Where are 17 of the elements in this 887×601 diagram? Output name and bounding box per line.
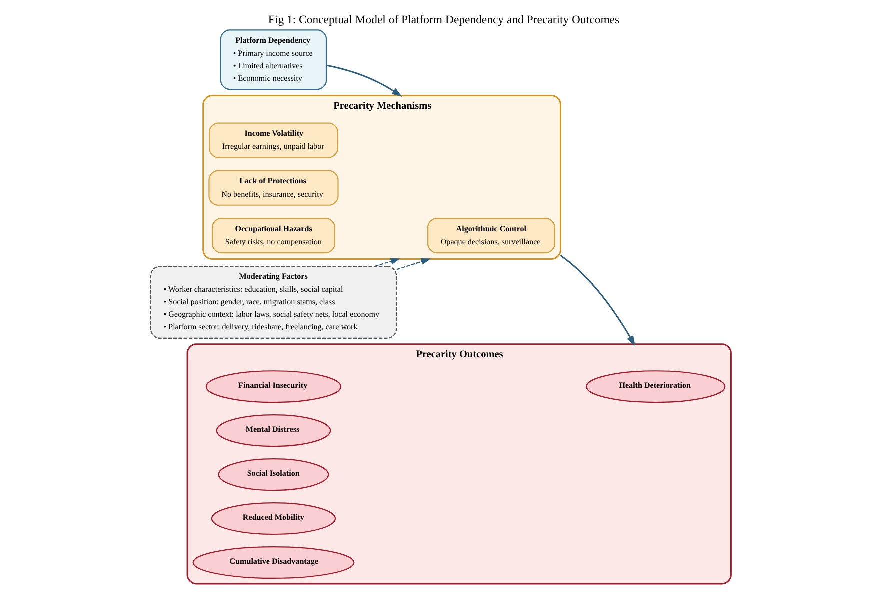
arrow	[560, 255, 635, 346]
node-box: Moderating Factors • Worker characteristics: education, skills, social capital • Social position: gender, race, migration status, class • Geographic context: labor laws, social safety nets, local economy • Platform sector: delivery, rideshare, freelancing, care work	[150, 266, 397, 339]
node-ellipse: Reduced Mobility	[210, 502, 336, 536]
node-box: Occupational Hazards Safety risks, no compensation	[211, 218, 335, 254]
arrow	[326, 64, 402, 98]
node-box: Income Volatility Irregular earnings, unpaid labor	[208, 122, 338, 158]
node-box: Algorithmic Control Opaque decisions, surveillance	[427, 218, 555, 254]
arrow	[374, 258, 400, 268]
node-ellipse: Health Deterioration	[586, 370, 726, 404]
diagram-title: Fig 1: Conceptual Model of Platform Dependency and Precarity Outcomes	[268, 13, 620, 26]
node-box: Lack of Protections No benefits, insurance, security	[208, 170, 338, 206]
node-ellipse: Mental Distress	[216, 414, 331, 448]
node-ellipse: Social Isolation	[218, 458, 329, 492]
arrow	[396, 258, 430, 270]
node-ellipse: Financial Insecurity	[205, 370, 342, 404]
node-ellipse: Cumulative Disadvantage	[192, 546, 354, 580]
node-box: Platform Dependency • Primary income source • Limited alternatives • Economic necessity	[220, 30, 327, 90]
